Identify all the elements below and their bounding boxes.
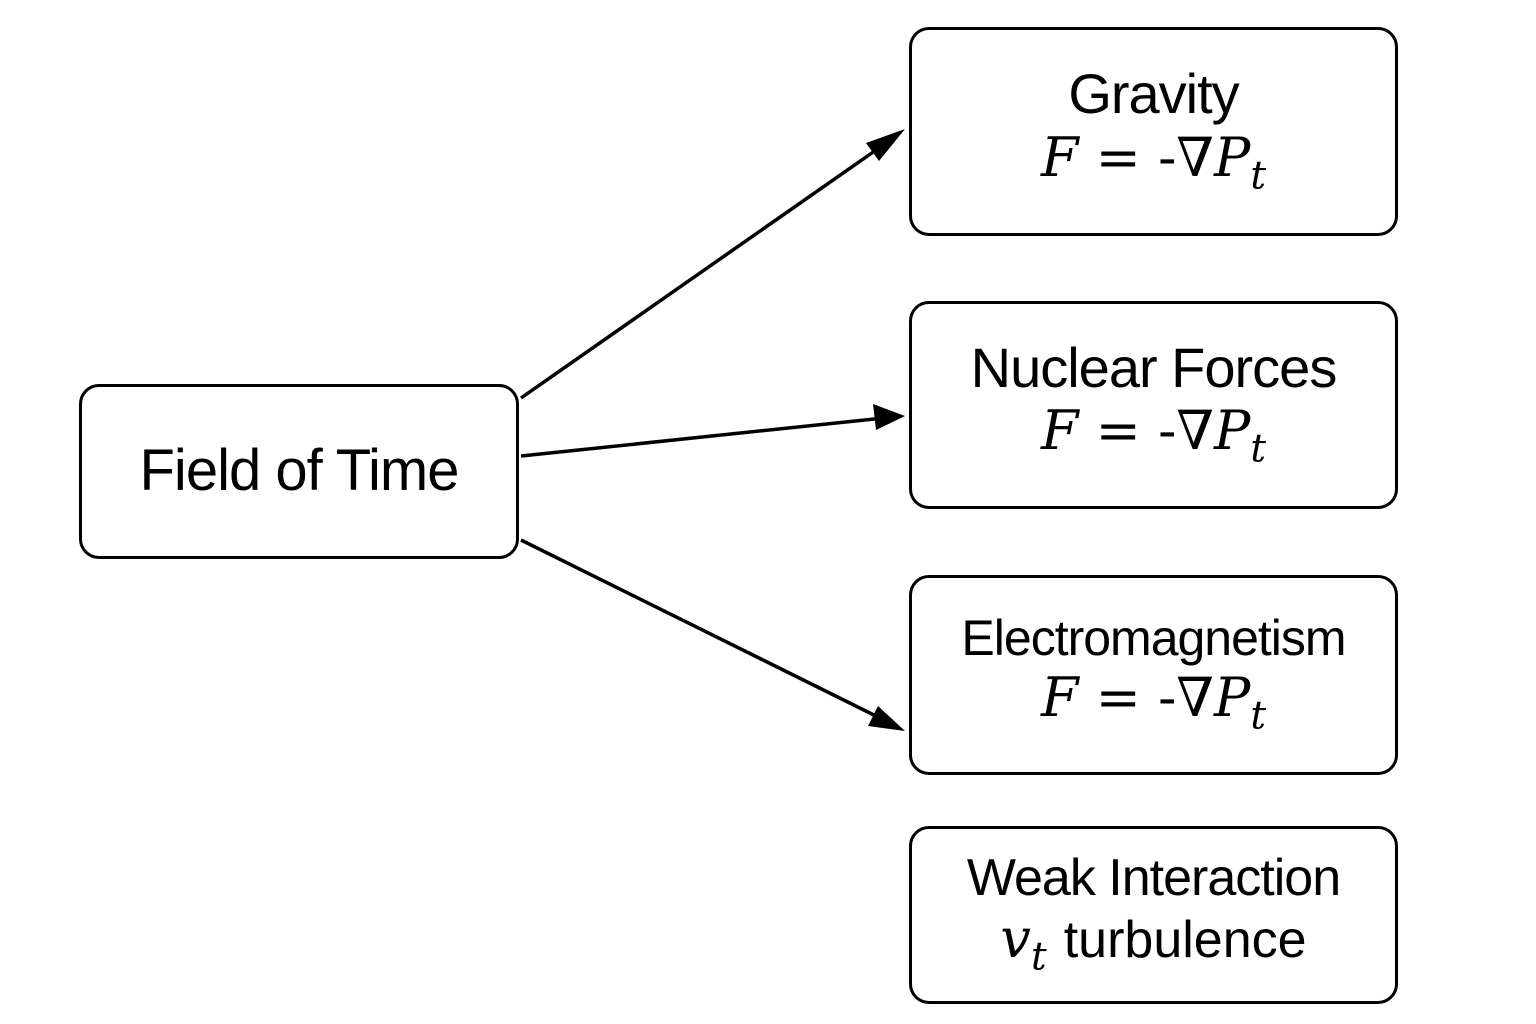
node-formula: F = -∇Pt xyxy=(1041,128,1266,198)
arrowhead-icon xyxy=(866,129,905,161)
formula-equals: = xyxy=(1095,125,1141,189)
formula-lhs: F xyxy=(1041,125,1079,189)
formula-subscript: t xyxy=(1250,426,1266,472)
edge-to-nuclear-forces xyxy=(520,404,905,458)
arrowhead-icon xyxy=(873,404,905,430)
formula-gradient: -∇ xyxy=(1158,125,1215,189)
node-label: Electromagnetism xyxy=(961,609,1346,666)
node-formula: F = -∇Pt xyxy=(1041,668,1266,738)
formula-equals: = xyxy=(1095,666,1141,730)
node-field-of-time: Field of Time xyxy=(79,384,519,559)
node-electromagnetism: Electromagnetism F = -∇Pt xyxy=(909,575,1398,775)
formula-subscript: t xyxy=(1250,693,1266,739)
node-weak-interaction: Weak Interaction vt turbulence xyxy=(909,826,1398,1004)
formula-var: P xyxy=(1214,125,1251,189)
formula-gradient: -∇ xyxy=(1158,666,1215,730)
arrowhead-icon xyxy=(868,706,905,731)
formula-equals: = xyxy=(1095,399,1141,463)
subtitle-subscript: t xyxy=(1030,934,1047,980)
node-label: Field of Time xyxy=(139,438,460,504)
node-label: Weak Interaction xyxy=(966,848,1341,907)
formula-subscript: t xyxy=(1250,153,1266,199)
subtitle-var: v xyxy=(1000,907,1031,971)
node-subtitle: vt turbulence xyxy=(1000,909,1306,979)
node-gravity: Gravity F = -∇Pt xyxy=(909,27,1398,236)
edge-to-electromagnetism xyxy=(520,538,905,731)
subtitle-text: turbulence xyxy=(1063,911,1307,970)
node-nuclear-forces: Nuclear Forces F = -∇Pt xyxy=(909,301,1398,509)
formula-var: P xyxy=(1214,666,1251,730)
edge-to-gravity xyxy=(519,129,905,400)
formula-lhs: F xyxy=(1041,666,1079,730)
formula-gradient: -∇ xyxy=(1158,399,1215,463)
formula-var: P xyxy=(1214,399,1251,463)
node-label: Gravity xyxy=(1068,62,1239,125)
formula-lhs: F xyxy=(1041,399,1079,463)
node-label: Nuclear Forces xyxy=(970,335,1338,399)
node-formula: F = -∇Pt xyxy=(1041,401,1266,471)
